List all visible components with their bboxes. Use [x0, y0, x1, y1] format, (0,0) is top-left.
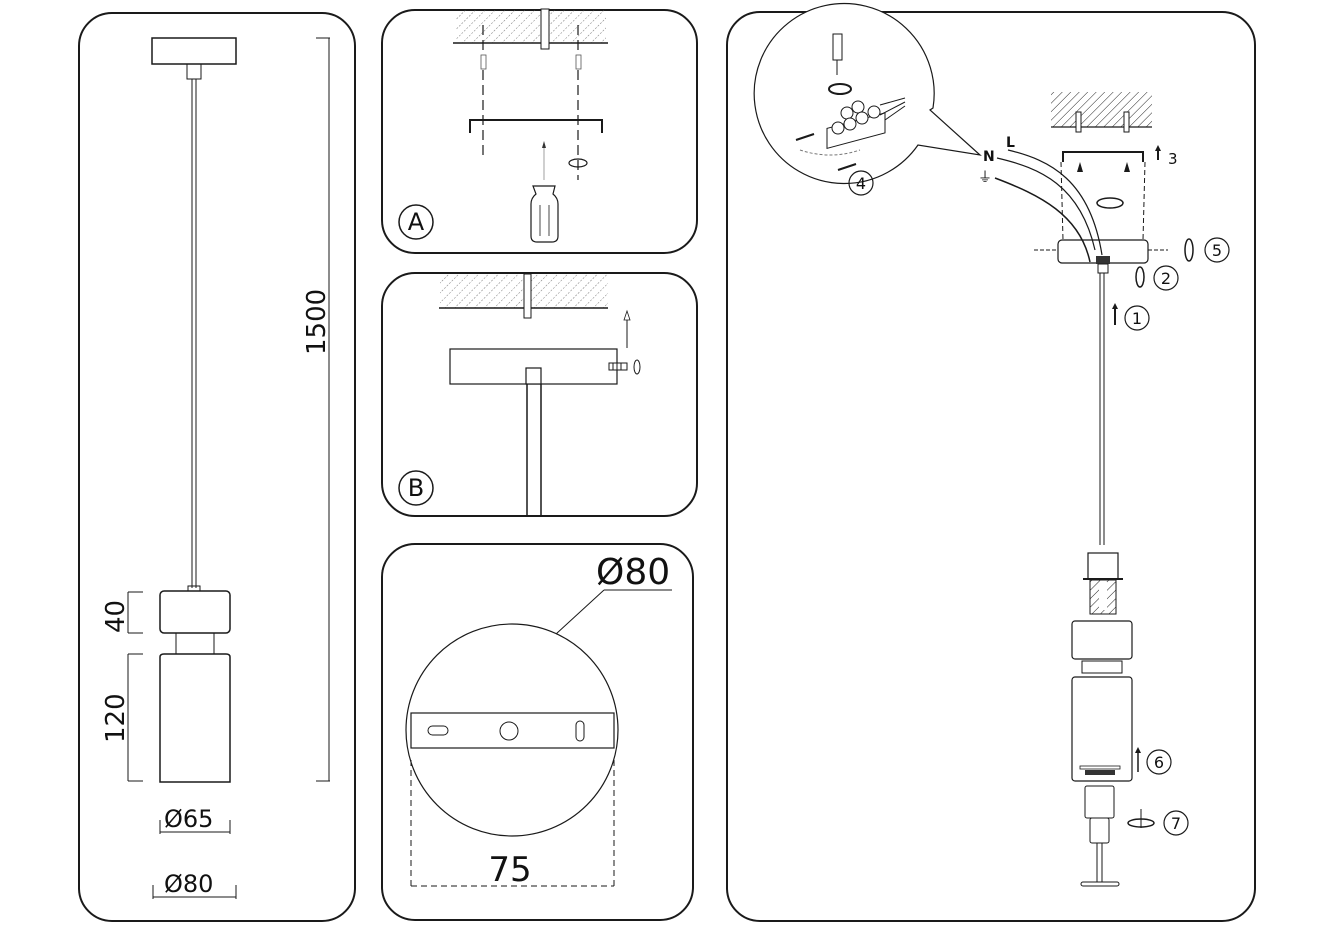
upper-height-label: 40 — [101, 600, 131, 633]
step-1-badge — [1124, 305, 1150, 331]
earth-wire-label: ⏚ — [978, 170, 992, 186]
panel-b — [381, 272, 698, 517]
step-7-badge — [1163, 810, 1189, 836]
rotate-icon — [568, 158, 588, 168]
overall-length-label: 1500 — [302, 289, 332, 355]
ceiling-hatch-icon — [456, 9, 606, 43]
supply-wires — [996, 157, 1096, 251]
detail-callout-bubble — [753, 2, 982, 185]
neutral-wire-label: N — [983, 149, 995, 165]
slot-vertical-icon — [575, 720, 585, 742]
live-wire-label: L — [1006, 135, 1015, 151]
upper-diameter-label: Ø80 — [164, 870, 213, 898]
step-4-label: 4 — [856, 174, 866, 193]
bulb-icon — [1084, 785, 1115, 819]
step-7-label: 7 — [1171, 814, 1181, 833]
lower-diameter-label: Ø65 — [164, 805, 213, 833]
terminal-block-icon — [826, 100, 886, 150]
center-hole-icon — [499, 721, 519, 741]
step-2-badge — [1153, 265, 1179, 291]
screwdriver-icon — [530, 185, 559, 243]
panel-a-badge — [398, 204, 434, 240]
step-5-label: 5 — [1212, 241, 1222, 260]
step-1-label: 1 — [1132, 309, 1142, 328]
step-6-label: 6 — [1154, 753, 1164, 772]
lower-section-shape — [159, 653, 231, 783]
mounting-bracket-shape — [410, 712, 615, 749]
cable-grip — [1096, 256, 1110, 264]
rotate-icon — [828, 83, 852, 95]
step-5-badge — [1204, 237, 1230, 263]
canopy-collar — [186, 63, 202, 80]
rotate-icon — [1096, 197, 1124, 209]
canopy-diameter-label: Ø80 — [596, 552, 670, 593]
rotate-icon — [633, 359, 641, 375]
canopy-diameter-leader — [555, 589, 605, 635]
rotate-icon — [1135, 266, 1145, 288]
panel-b-label: B — [408, 474, 424, 502]
bracket-width-label: 75 — [488, 850, 531, 890]
panel-b-badge — [398, 470, 434, 506]
mounting-bracket-icon — [1062, 151, 1144, 162]
ceiling-hatch-icon — [1051, 92, 1152, 127]
side-screw-icon — [608, 362, 628, 371]
screwdriver-icon — [832, 33, 843, 75]
step-4-badge — [848, 170, 874, 196]
step-6-badge — [1146, 749, 1172, 775]
rotate-icon — [1184, 238, 1194, 262]
slot-horizontal-icon — [427, 725, 449, 736]
lamp-socket — [1087, 552, 1119, 580]
panel-a-label: A — [408, 208, 425, 236]
canopy-circle — [405, 623, 619, 837]
dimensions-panel — [78, 12, 356, 922]
mounting-bracket-icon — [469, 119, 603, 133]
lower-height-label: 120 — [101, 693, 131, 743]
lower-shade-part — [1071, 676, 1133, 782]
upper-shade-part — [1071, 620, 1133, 660]
step-2-label: 2 — [1161, 269, 1171, 288]
step-3-label: 3 — [1168, 150, 1178, 168]
